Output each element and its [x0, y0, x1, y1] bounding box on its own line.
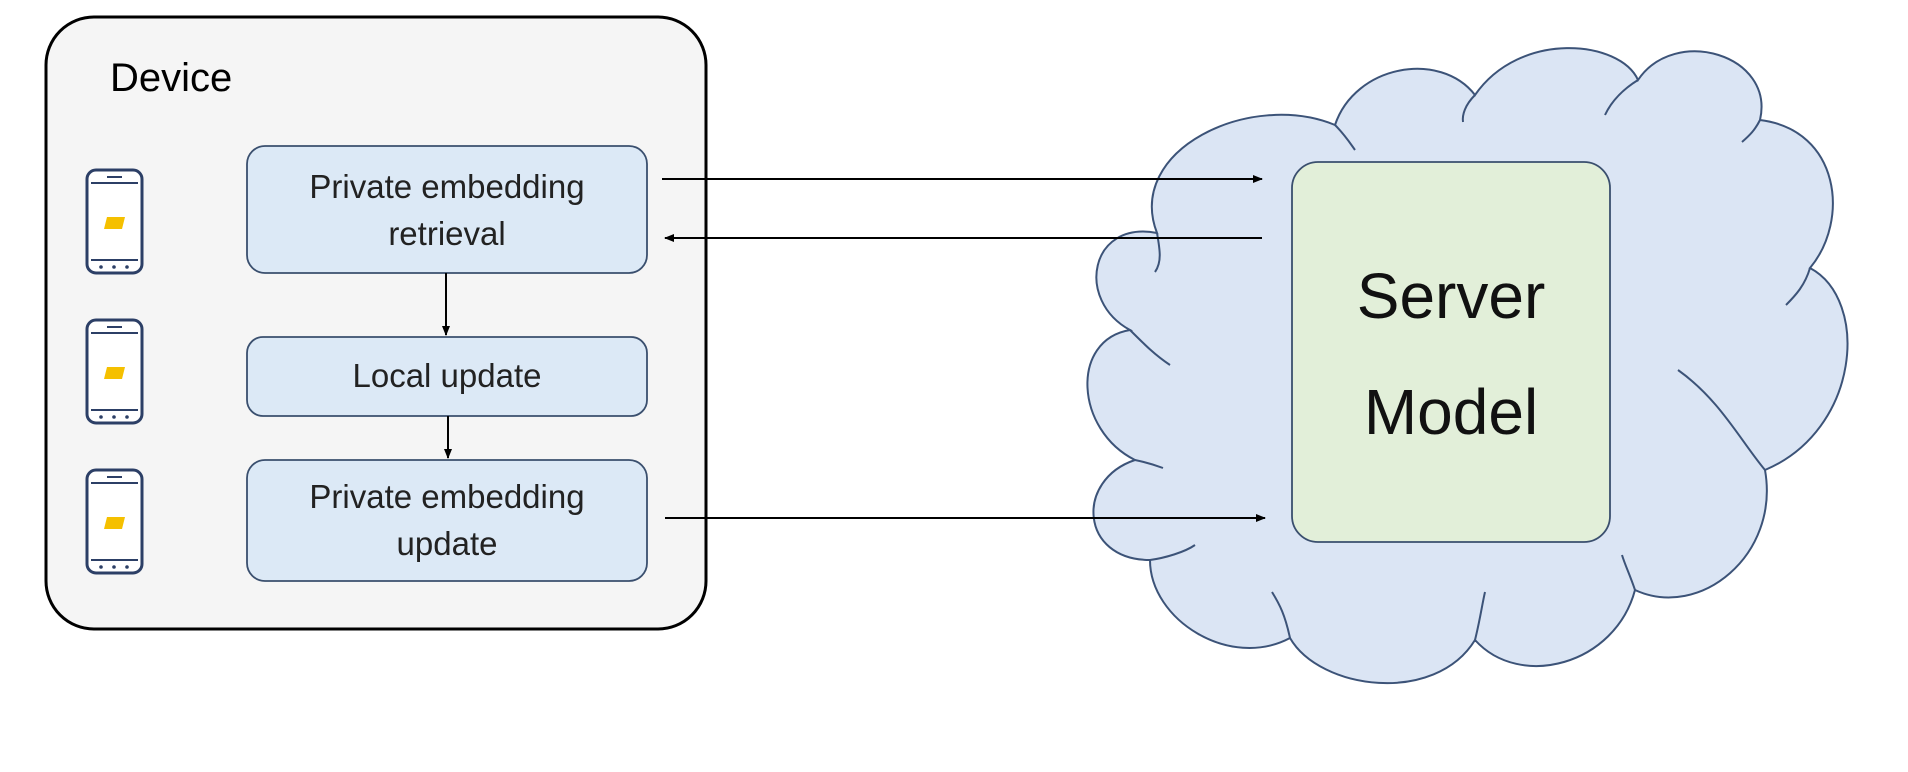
step-label-line1: Private embedding [309, 168, 584, 205]
step-label-line2: retrieval [388, 215, 505, 252]
server-label-line1: Server [1357, 260, 1546, 332]
phone-icon [85, 468, 144, 575]
phone-icon [85, 168, 144, 275]
server-label-line2: Model [1364, 376, 1538, 448]
step-label-line1: Private embedding [309, 478, 584, 515]
step-private-embedding-retrieval: Private embedding retrieval [246, 145, 648, 274]
device-title: Device [110, 56, 232, 100]
phone-icon [85, 318, 144, 425]
step-local-update: Local update [246, 336, 648, 417]
server-model-box: Server Model [1291, 161, 1611, 543]
step-label-line1: Local update [353, 357, 542, 394]
step-private-embedding-update: Private embedding update [246, 459, 648, 582]
step-label-line2: update [397, 525, 498, 562]
